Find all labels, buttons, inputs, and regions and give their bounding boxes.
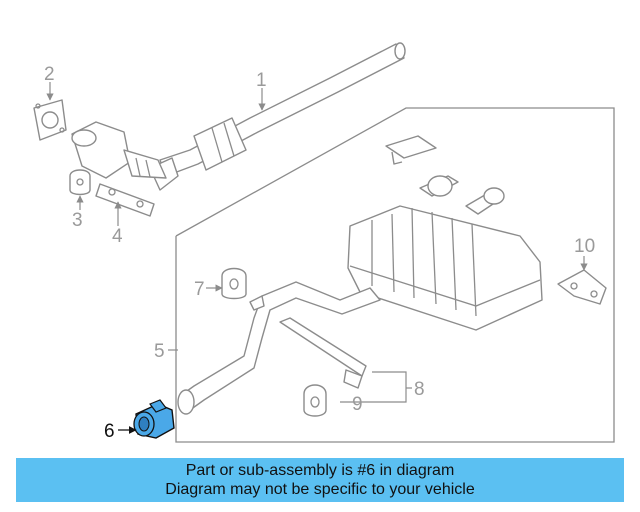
- callout-2: 2: [44, 64, 55, 85]
- exhaust-parts-diagram: 1 2 3 4 5 6 7 8 9 10: [33, 42, 615, 443]
- rear-assembly-frame: [175, 107, 615, 443]
- callout-6: 6: [104, 421, 115, 442]
- hanger-part-7[interactable]: [221, 267, 247, 300]
- callout-5: 5: [154, 341, 165, 362]
- callout-3: 3: [72, 210, 83, 231]
- front-pipe-part-1[interactable]: [149, 42, 406, 191]
- muffler-bracket[interactable]: [385, 135, 437, 165]
- hanger-part-9[interactable]: [303, 384, 327, 417]
- callout-7: 7: [194, 279, 205, 300]
- banner-line-2: Diagram may not be specific to your vehi…: [165, 481, 475, 498]
- intermediate-pipe-part-5[interactable]: [177, 281, 381, 415]
- bracket-part-4[interactable]: [95, 183, 155, 217]
- callout-8: 8: [414, 379, 425, 400]
- banner-line-1: Part or sub-assembly is #6 in diagram: [185, 462, 455, 479]
- catalytic-converter[interactable]: [71, 121, 167, 179]
- rear-bracket-part-10[interactable]: [557, 269, 607, 305]
- support-bar-part-8[interactable]: [279, 317, 367, 389]
- callout-9: 9: [352, 394, 363, 415]
- callout-1: 1: [256, 70, 267, 91]
- callout-4: 4: [112, 226, 123, 247]
- part-info-banner: Part or sub-assembly is #6 in diagram Di…: [16, 458, 624, 502]
- clamp-part-6[interactable]: [133, 399, 175, 439]
- leader-8: [340, 371, 407, 403]
- hanger-part-3[interactable]: [69, 169, 91, 196]
- gasket-part-2[interactable]: [33, 99, 67, 141]
- rear-muffler[interactable]: [347, 175, 543, 331]
- callout-10: 10: [574, 236, 595, 257]
